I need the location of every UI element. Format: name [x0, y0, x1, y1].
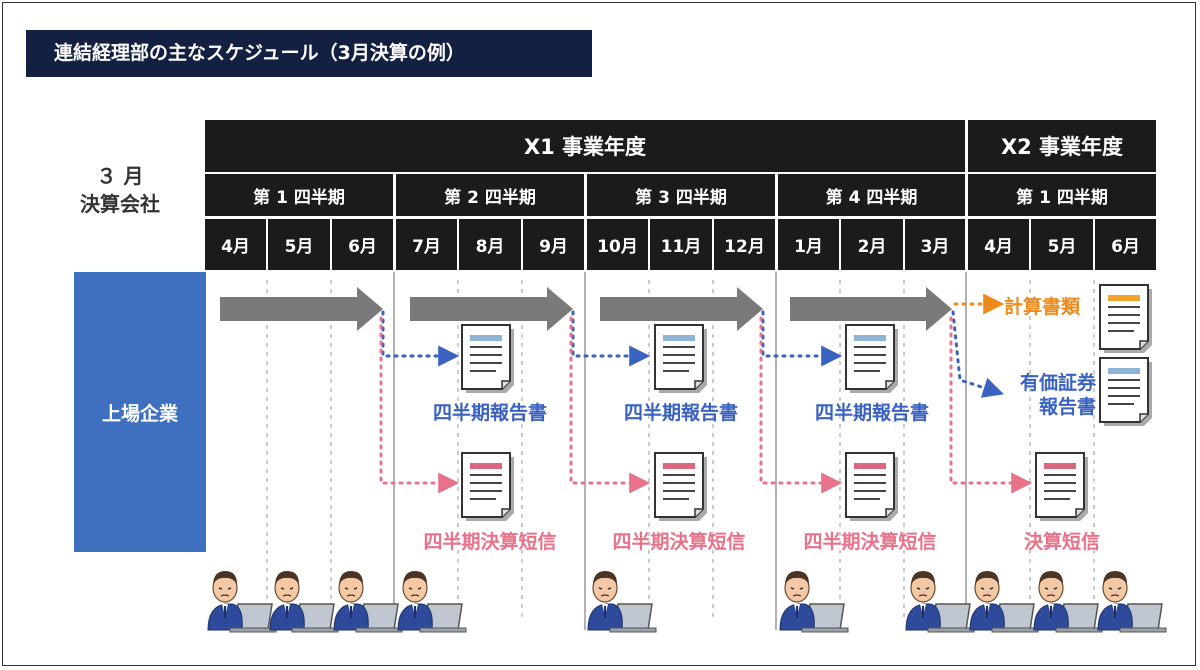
tanshin-doc — [461, 452, 515, 522]
quarter-arrow — [220, 287, 383, 331]
tanshin-doc — [1035, 452, 1089, 522]
accountant-icon — [779, 570, 849, 633]
month-header: 12月 — [714, 219, 775, 270]
company-type-line1: ３ 月 — [96, 164, 144, 188]
month-header: 1月 — [778, 219, 839, 270]
quarter-header: 第 3 四半期 — [587, 174, 775, 216]
accountant-icon — [587, 570, 657, 633]
quarter-header: 第 1 四半期 — [968, 174, 1156, 216]
month-header: 6月 — [332, 219, 393, 270]
quarter-header: 第 4 四半期 — [778, 174, 965, 216]
quarterly-report-label: 四半期報告書 — [432, 402, 547, 424]
quarter-header: 第 2 四半期 — [396, 174, 584, 216]
month-header: 5月 — [268, 219, 330, 270]
quarter-header: 第 1 四半期 — [205, 174, 393, 216]
securities-report-label-line2: 報告書 — [1038, 396, 1096, 418]
quarter-arrows — [220, 287, 952, 331]
month-header: 4月 — [205, 219, 266, 270]
tanshin-doc — [845, 452, 899, 522]
month-grid-lines — [266, 280, 1095, 620]
quarterly-report-label: 四半期報告書 — [814, 402, 929, 424]
company-type-label: ３ 月 決算会社 — [70, 162, 170, 218]
month-header: 8月 — [459, 219, 521, 270]
month-header: 3月 — [905, 219, 965, 270]
month-header: 11月 — [650, 219, 712, 270]
month-header: 4月 — [968, 219, 1029, 270]
quarterly-report-doc — [461, 324, 515, 394]
securities-report-label: 有価証券 報告書 — [1000, 371, 1096, 419]
quarterly-tanshin-label: 四半期決算短信 — [612, 531, 746, 553]
accountant-icon — [333, 570, 403, 633]
quarterly-report-doc — [845, 324, 899, 394]
tanshin-doc — [654, 452, 708, 522]
blue-connector — [951, 310, 1004, 398]
accountant-icon — [269, 570, 339, 633]
pink-connector — [569, 316, 651, 494]
blue-connector — [381, 310, 460, 367]
pink-connector — [949, 316, 1033, 494]
quarterly-report-doc — [654, 324, 708, 394]
accountant-icon — [397, 570, 467, 633]
company-type-line2: 決算会社 — [80, 192, 160, 216]
accountant-icon — [1033, 570, 1103, 633]
month-header: 6月 — [1095, 219, 1156, 270]
month-header: 2月 — [841, 219, 903, 270]
quarterly-tanshin-label: 四半期決算短信 — [803, 531, 937, 553]
month-header: 9月 — [523, 219, 584, 270]
quarter-grid-lines — [393, 272, 967, 630]
securities-report-label-line1: 有価証券 — [1019, 372, 1096, 394]
month-header: 10月 — [587, 219, 648, 270]
page-title: 連結経理部の主なスケジュール（3月決算の例） — [26, 30, 592, 77]
accountant-icon — [905, 570, 975, 633]
quarter-arrow — [790, 287, 952, 331]
month-header: 5月 — [1031, 219, 1093, 270]
accountant-icon — [1097, 570, 1167, 633]
accountant-icon — [969, 570, 1039, 633]
quarterly-report-label: 四半期報告書 — [623, 402, 738, 424]
quarter-arrow — [600, 287, 763, 331]
quarterly-tanshin-label: 四半期決算短信 — [423, 531, 557, 553]
entity-listed-company: 上場企業 — [74, 272, 206, 552]
pink-connector — [379, 316, 460, 494]
blue-connector — [761, 310, 843, 367]
pink-connector — [759, 316, 843, 494]
financial-statements-label: 計算書類 — [1004, 296, 1081, 318]
tanshin-label: 決算短信 — [1023, 531, 1100, 553]
securities-report-doc — [1099, 357, 1153, 427]
blue-connector — [571, 310, 651, 367]
quarter-arrow — [410, 287, 573, 331]
financial-statements-doc — [1099, 284, 1153, 354]
fiscal-year-x2: X2 事業年度 — [968, 120, 1156, 172]
accountant-icon — [207, 570, 277, 633]
month-header: 7月 — [396, 219, 457, 270]
fiscal-year-x1: X1 事業年度 — [205, 120, 965, 172]
